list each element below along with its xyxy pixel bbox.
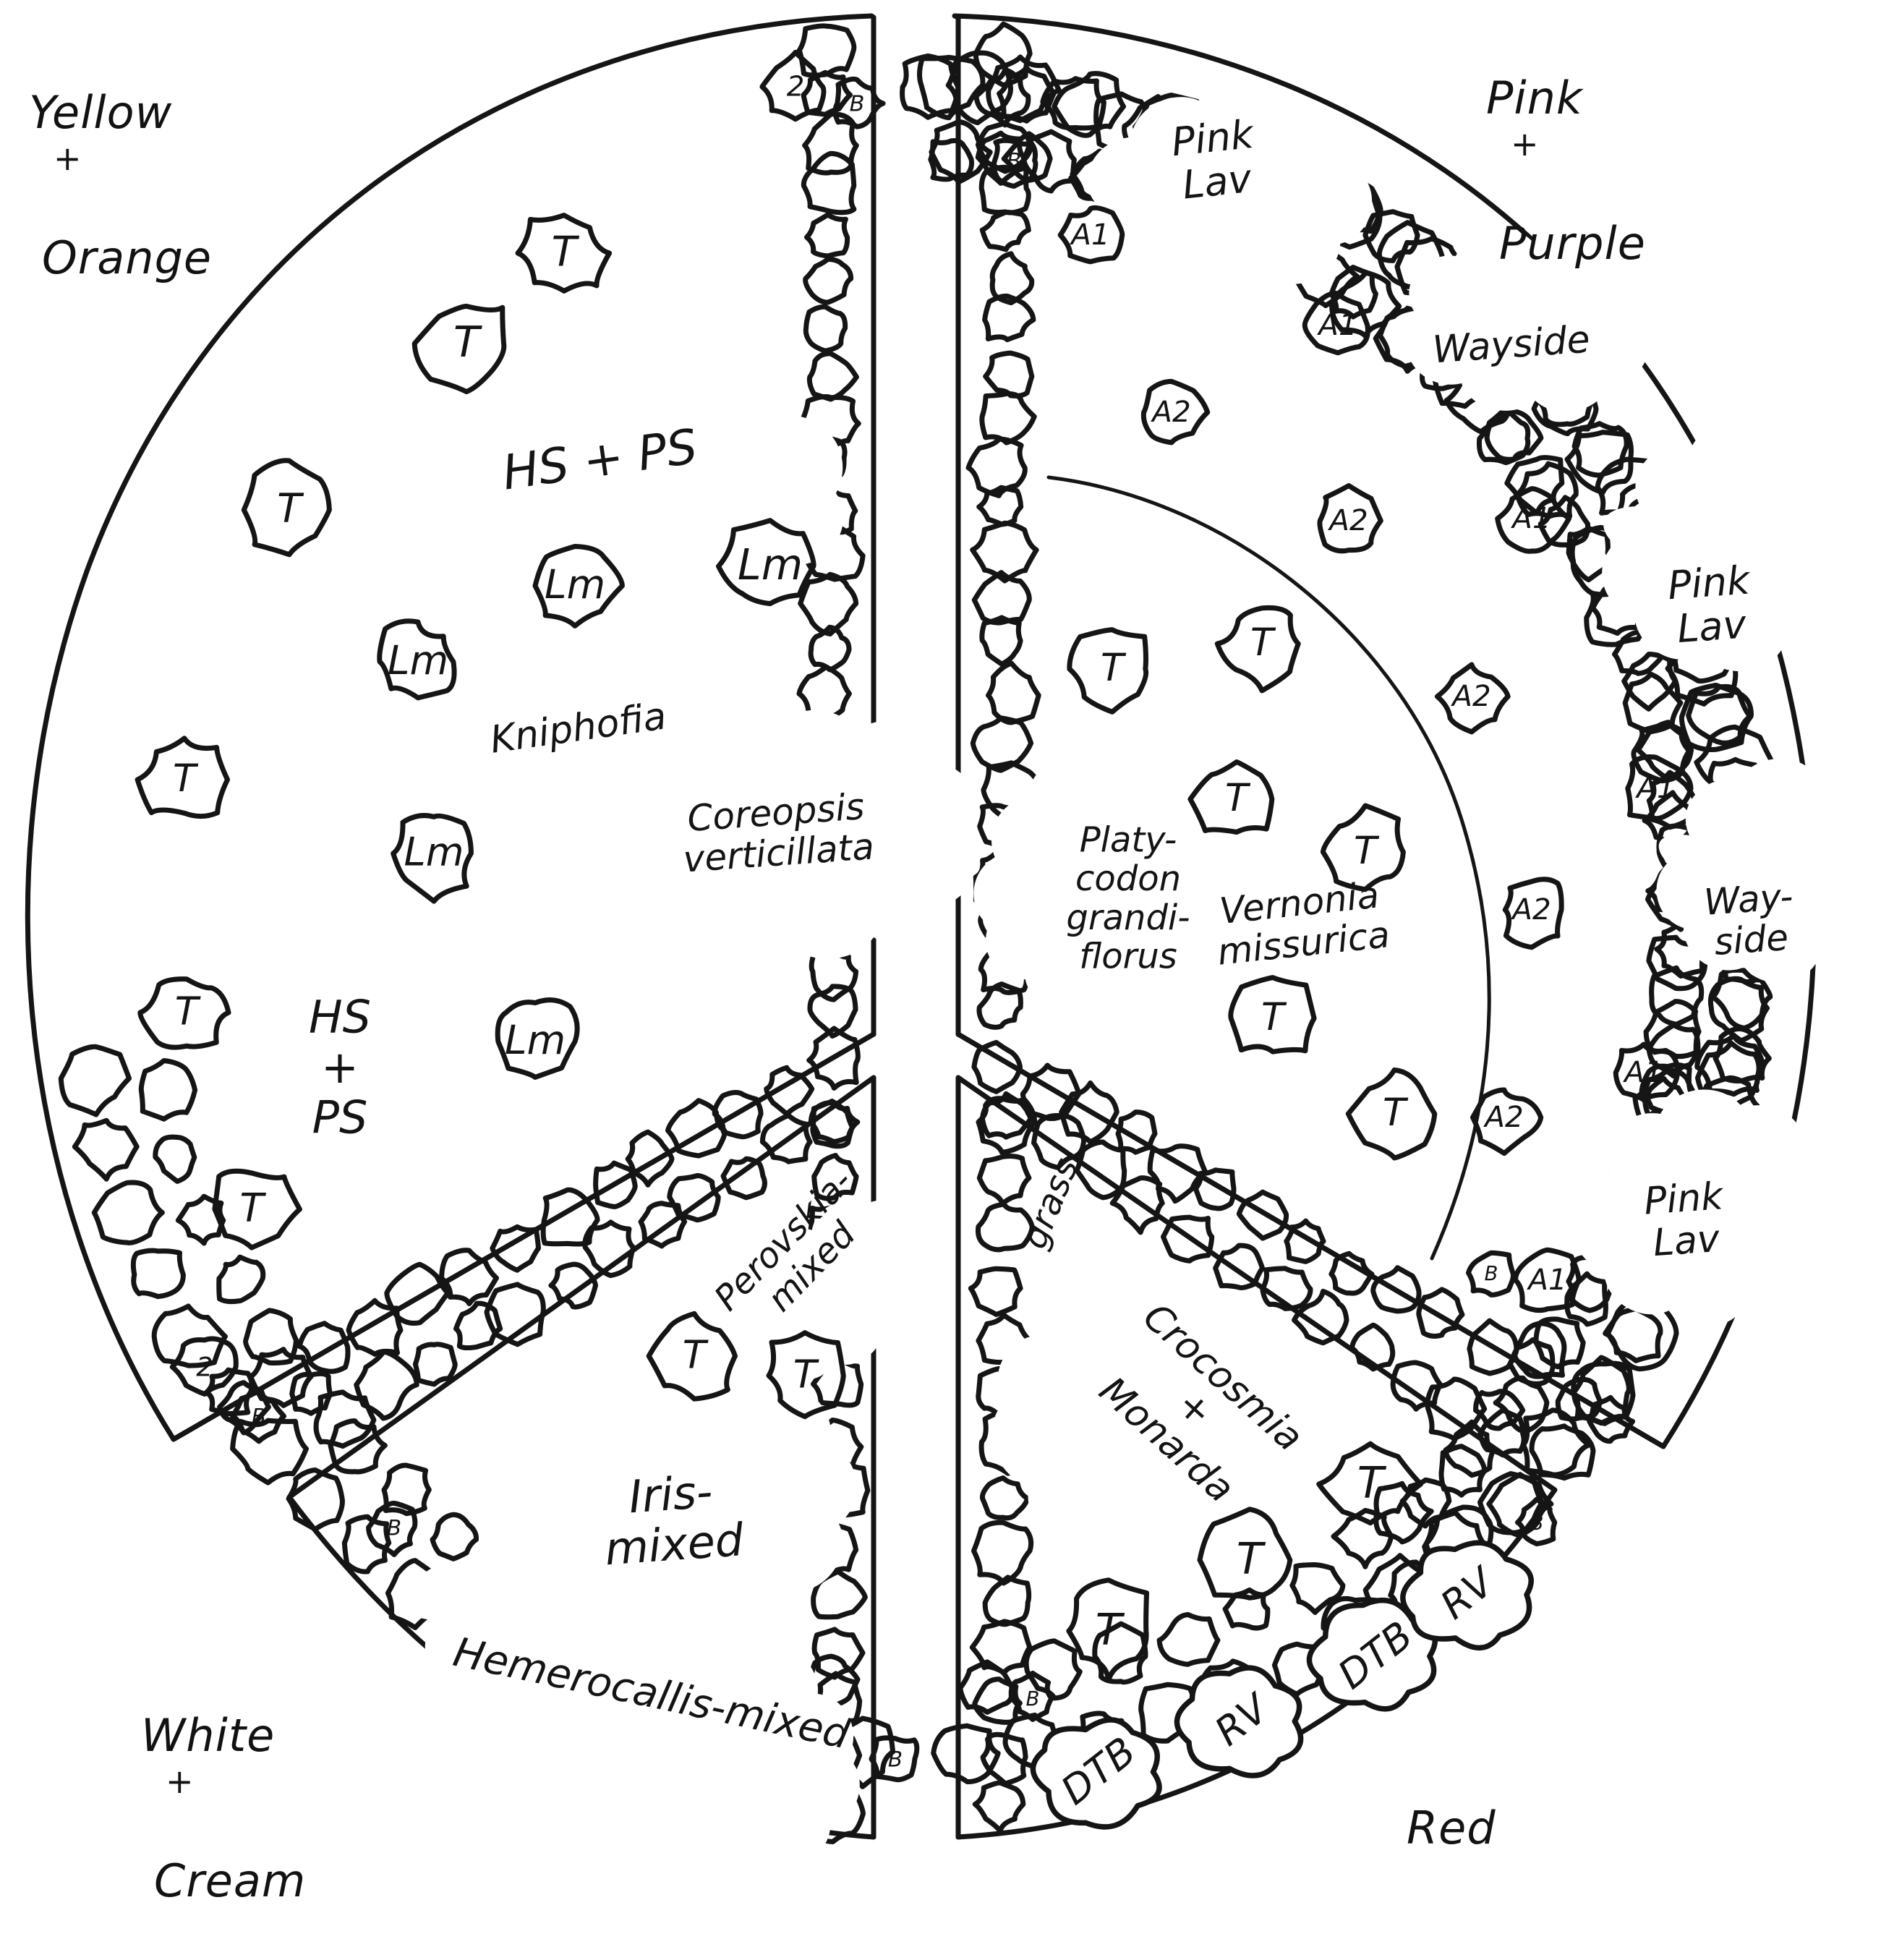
section-label-conjunction: + <box>54 139 82 179</box>
svg-text:codon: codon <box>1075 858 1181 899</box>
marker-label: A2 <box>1327 503 1368 537</box>
marker-label: T <box>1383 1091 1409 1135</box>
section-label-line2: Orange <box>42 231 213 284</box>
section-label-conjunction: + <box>166 1762 195 1802</box>
marker-label: T <box>793 1352 819 1397</box>
section-label-line2: Cream <box>154 1854 307 1907</box>
marker-label: B <box>1530 1511 1544 1535</box>
section-label-line1: Red <box>1407 1802 1496 1855</box>
marker-label: A2 <box>1510 892 1551 926</box>
svg-text:Iris-: Iris- <box>627 1465 714 1524</box>
section-label-conjunction: + <box>1511 124 1540 164</box>
svg-text:mixed: mixed <box>603 1513 746 1575</box>
marker-label: A2 <box>1450 678 1490 713</box>
svg-text:grandi-: grandi- <box>1066 898 1190 938</box>
svg-text:Lav: Lav <box>1652 1217 1722 1265</box>
svg-text:Pink: Pink <box>1642 1175 1726 1224</box>
svg-text:side: side <box>1713 916 1790 963</box>
marker-label: A1 <box>1510 500 1551 535</box>
marker-label: A1 <box>1069 217 1109 252</box>
svg-text:Platy-: Platy- <box>1080 819 1177 860</box>
marker-label: T <box>175 989 201 1034</box>
marker-label: A1 <box>1316 307 1357 342</box>
marker-label: T <box>1096 1605 1125 1656</box>
plant-label-hs-ps-left: HS+PS <box>309 991 371 1144</box>
marker-label: B <box>1007 149 1021 174</box>
marker-label: T <box>1237 1534 1266 1585</box>
svg-text:Pink: Pink <box>1169 111 1258 166</box>
marker-label: B <box>387 1516 401 1541</box>
marker-label: Lm <box>545 561 605 608</box>
svg-text:Way-: Way- <box>1702 875 1794 923</box>
marker-label: A2 <box>1483 1099 1523 1134</box>
marker-label: T <box>173 757 199 801</box>
marker-label: B <box>252 1405 266 1429</box>
marker-label: B <box>850 92 865 117</box>
marker-label: B <box>888 1747 903 1772</box>
marker-label: A1 <box>1526 1262 1566 1297</box>
marker-label: T <box>1250 621 1276 665</box>
plant-label-wayside-2: Way-side <box>1702 875 1794 963</box>
marker-label: T <box>683 1333 709 1378</box>
svg-text:Lav: Lav <box>1180 155 1254 208</box>
svg-text:+: + <box>321 1041 359 1094</box>
svg-text:HS: HS <box>309 991 371 1044</box>
marker-label: T <box>552 229 580 276</box>
section-label-red: Red <box>1407 1749 1496 1854</box>
marker-label: 2 <box>787 71 805 103</box>
marker-label: T <box>1101 647 1127 690</box>
marker-label: A1 <box>1634 770 1675 805</box>
plant-mass-shapes <box>190 83 1881 1844</box>
marker-label: Lm <box>404 830 464 875</box>
svg-text:Pink: Pink <box>1666 557 1753 608</box>
marker-label: A2 <box>1150 394 1190 429</box>
marker-label: A1 <box>1622 1054 1663 1089</box>
svg-text:florus: florus <box>1079 937 1177 977</box>
marker-label: T <box>1357 1458 1387 1509</box>
svg-text:Lav: Lav <box>1676 602 1748 652</box>
plant-label-kniphofia: Kniphofia <box>487 694 669 762</box>
marker-label: Lm <box>388 637 448 683</box>
inner-arc-pink-purple <box>1046 475 1491 1261</box>
section-label-line1: Yellow <box>29 86 173 140</box>
section-label-pink-purple: Pink + Purple <box>1486 19 1646 323</box>
marker-label: T <box>277 485 304 532</box>
section-label-white-cream: White + Cream <box>141 1656 306 1960</box>
marker-label: T <box>1225 777 1251 820</box>
marker-label: T <box>1261 996 1287 1039</box>
section-label-line1: Pink <box>1486 72 1583 125</box>
svg-text:PS: PS <box>312 1091 368 1144</box>
section-label-line1: White <box>141 1709 276 1763</box>
section-label-yellow-orange: Yellow + Orange <box>29 33 212 337</box>
marker-label: 2 <box>196 1352 213 1383</box>
svg-text:Kniphofia: Kniphofia <box>487 694 669 762</box>
plant-label-iris: Iris-mixed <box>603 1465 746 1576</box>
section-label-line2: Purple <box>1499 216 1646 270</box>
marker-label: Lm <box>738 540 803 589</box>
marker-label: T <box>1354 830 1380 873</box>
marker-label: T <box>239 1185 266 1231</box>
marker-label: B <box>1026 1687 1040 1710</box>
marker-label: Lm <box>505 1017 566 1063</box>
marker-label: T <box>453 317 482 367</box>
marker-label: B <box>1485 1261 1498 1285</box>
